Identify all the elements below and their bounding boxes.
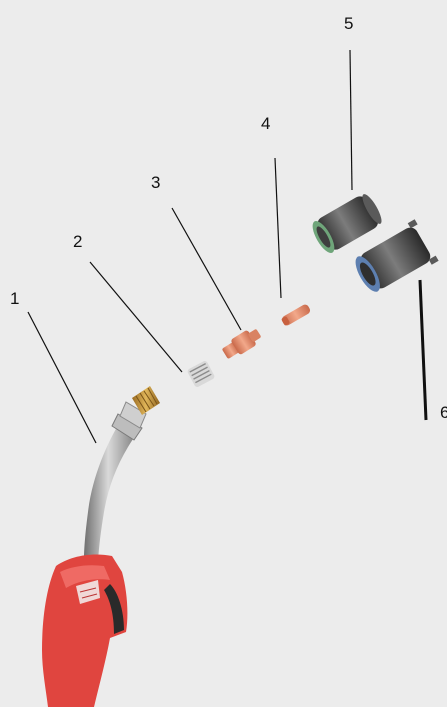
part-spring xyxy=(187,360,216,388)
callout-3: 3 xyxy=(151,174,160,191)
leader-line-2 xyxy=(90,262,182,372)
leader-line-6 xyxy=(420,280,426,420)
callout-4: 4 xyxy=(261,115,270,132)
part-contact-tip xyxy=(281,303,312,327)
torch-neck xyxy=(84,420,138,562)
part-nozzle-a xyxy=(308,191,385,256)
part-tip-holder xyxy=(220,325,263,361)
leader-line-1 xyxy=(28,312,96,443)
callout-2: 2 xyxy=(73,233,82,250)
leader-line-3 xyxy=(172,208,241,330)
torch-body xyxy=(42,386,160,707)
leader-lines xyxy=(28,50,426,443)
callout-6: 6 xyxy=(440,404,447,421)
leader-line-5 xyxy=(350,50,352,190)
leader-line-4 xyxy=(275,158,281,298)
callout-1: 1 xyxy=(10,290,19,307)
callout-5: 5 xyxy=(344,15,353,32)
